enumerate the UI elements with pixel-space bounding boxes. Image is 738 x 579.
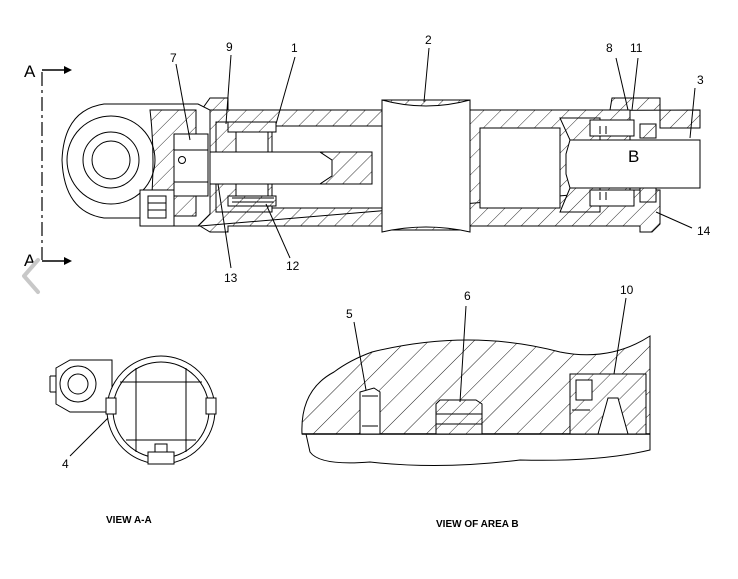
break-region [381, 99, 471, 233]
locknut [173, 133, 209, 197]
seal-1 [227, 121, 277, 133]
callout-2: 2 [425, 33, 432, 47]
leader-lines-main [175, 47, 696, 269]
chevron-left-icon[interactable] [16, 256, 46, 296]
caption-view-aa: VIEW A-A [106, 515, 152, 526]
callout-1: 1 [291, 41, 298, 55]
callout-6: 6 [464, 289, 471, 303]
piston-rod-end [318, 151, 373, 185]
callout-14: 14 [697, 224, 711, 238]
gland-seals-top [589, 119, 635, 137]
inner-bore-right [479, 127, 561, 209]
callout-5: 5 [346, 307, 353, 321]
view-aa-drawing [49, 355, 217, 465]
wiper-bottom [639, 187, 657, 203]
grease-fitting [139, 189, 175, 227]
callout-3: 3 [697, 73, 704, 87]
callout-13: 13 [224, 271, 238, 285]
callout-10: 10 [620, 283, 634, 297]
view-area-b-drawing [301, 297, 651, 467]
area-mark-b: B [628, 147, 639, 166]
wiper-top [639, 123, 657, 139]
section-line-aa [41, 66, 72, 265]
callout-9: 9 [226, 40, 233, 54]
section-mark-a-top: A [24, 62, 36, 81]
callout-4: 4 [62, 457, 69, 471]
callout-12: 12 [286, 259, 300, 273]
callout-8: 8 [606, 41, 613, 55]
seal-12 [227, 195, 277, 207]
gland-seals-bottom [589, 189, 635, 207]
eye-bore [91, 140, 131, 180]
caption-view-area-b: VIEW OF AREA B [436, 519, 519, 530]
eye-outer [66, 115, 156, 205]
callout-11: 11 [630, 41, 643, 55]
eye-bushing [82, 131, 140, 189]
callout-7: 7 [170, 51, 177, 65]
cylinder-main-view [61, 97, 701, 233]
piston-rod-inner [205, 151, 333, 185]
